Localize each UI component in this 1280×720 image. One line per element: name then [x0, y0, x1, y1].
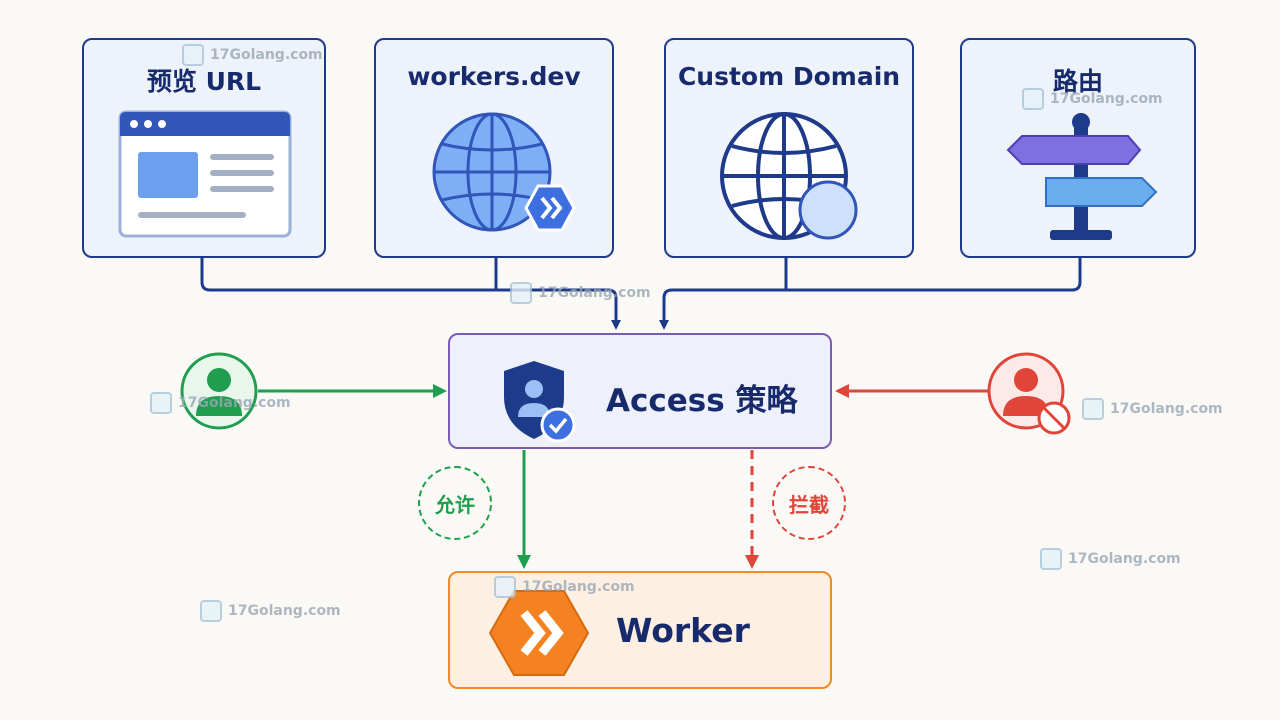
watermark: 17Golang.com — [182, 44, 323, 66]
source-label: 路由 — [1052, 67, 1103, 96]
watermark-logo-icon — [200, 600, 222, 622]
watermark: 17Golang.com — [494, 576, 635, 598]
source-preview-url: 预览 URL — [82, 38, 326, 258]
allow-label: 允许 — [435, 492, 475, 517]
allow-badge: 允许 — [418, 466, 492, 540]
browser-window-icon — [118, 110, 292, 238]
watermark: 17Golang.com — [510, 282, 651, 304]
shield-user-check-icon — [504, 361, 576, 443]
source-custom-domain: Custom Domain — [664, 38, 914, 258]
worker-label: Worker — [616, 611, 750, 650]
worker-box: Worker — [448, 571, 832, 689]
block-label: 拦截 — [789, 492, 829, 517]
watermark-logo-icon — [1082, 398, 1104, 420]
globe-workers-icon — [432, 112, 576, 232]
watermark: 17Golang.com — [200, 600, 341, 622]
signpost-icon — [1006, 113, 1158, 240]
watermark-logo-icon — [494, 576, 516, 598]
source-label: Custom Domain — [677, 62, 901, 91]
source-label: 预览 URL — [146, 67, 262, 96]
globe-domain-icon — [720, 112, 858, 240]
user-blocked-icon — [987, 352, 1071, 435]
policy-label: Access 策略 — [606, 383, 798, 419]
source-workers-dev: workers.dev — [374, 38, 614, 258]
watermark-logo-icon — [182, 44, 204, 66]
watermark: 17Golang.com — [1040, 548, 1181, 570]
watermark-logo-icon — [510, 282, 532, 304]
connector-preview-url — [200, 258, 621, 330]
watermark-logo-icon — [1022, 88, 1044, 110]
block-badge: 拦截 — [772, 466, 846, 540]
watermark: 17Golang.com — [1082, 398, 1223, 420]
connector-route — [659, 258, 1082, 330]
watermark-logo-icon — [1040, 548, 1062, 570]
watermark: 17Golang.com — [1022, 88, 1163, 110]
workers-hexagon-icon — [488, 590, 590, 676]
source-label: workers.dev — [407, 62, 581, 91]
user-allowed-icon — [180, 352, 258, 430]
access-policy-box: Access 策略 — [448, 333, 832, 449]
watermark: 17Golang.com — [150, 392, 291, 414]
watermark-logo-icon — [150, 392, 172, 414]
source-route: 路由 — [960, 38, 1196, 258]
